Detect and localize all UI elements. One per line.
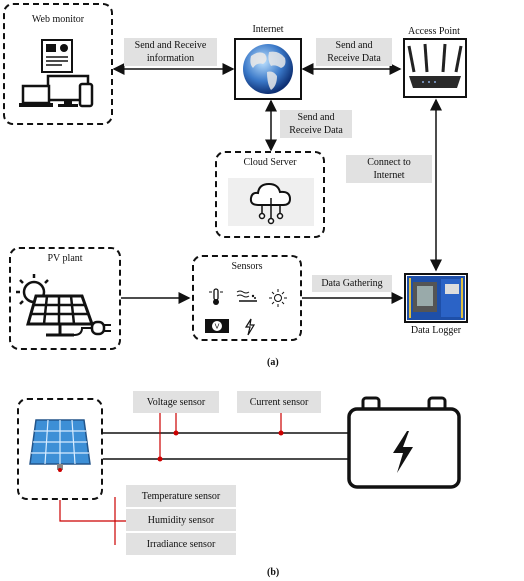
access-point-label: Access Point (408, 26, 460, 37)
voltage-sensor-label: Voltage sensor (133, 391, 219, 413)
send-receive-data-top-label: Send and Receive Data (316, 38, 392, 66)
thermometer-icon (209, 288, 223, 305)
web-monitor-label: Web monitor (31, 14, 85, 25)
current-sensor-icon (244, 318, 256, 336)
logger-board-icon (407, 276, 465, 320)
panel-terminal (58, 468, 62, 472)
junction-dot (157, 456, 163, 462)
globe-icon (243, 44, 293, 94)
humidity-sensor-label: Humidity sensor (126, 509, 236, 531)
solar-panel-icon (29, 419, 91, 472)
solar-panel-sun-icon (16, 274, 111, 337)
connect-to-internet-label: Connect to Internet (346, 155, 432, 183)
temperature-sensor-label: Temperature sensor (126, 485, 236, 507)
devices-icon (19, 39, 94, 108)
junction-dot (278, 430, 284, 436)
send-receive-data-cloud-label: Send and Receive Data (280, 110, 352, 138)
pv-plant-label: PV plant (47, 253, 83, 264)
irradiance-sensor-label: Irradiance sensor (126, 533, 236, 555)
cloud-server-icon (249, 182, 292, 225)
svg-text:V: V (215, 323, 220, 331)
current-sensor-label: Current sensor (237, 391, 321, 413)
internet-label: Internet (252, 24, 284, 35)
data-gathering-label: Data Gathering (312, 275, 392, 292)
sun-sensor-icon (269, 289, 287, 307)
caption-b: (b) (267, 567, 280, 578)
send-receive-information-label: Send and Receive information (124, 38, 217, 66)
junction-dot (173, 430, 179, 436)
data-logger-label: Data Logger (410, 325, 462, 336)
caption-a: (a) (267, 357, 279, 368)
sensors-label: Sensors (231, 261, 263, 272)
battery-icon (347, 396, 461, 489)
voltmeter-icon: V (205, 319, 229, 333)
humidity-icon (236, 290, 257, 302)
cloud-server-label: Cloud Server (243, 157, 297, 168)
router-icon (407, 43, 463, 88)
